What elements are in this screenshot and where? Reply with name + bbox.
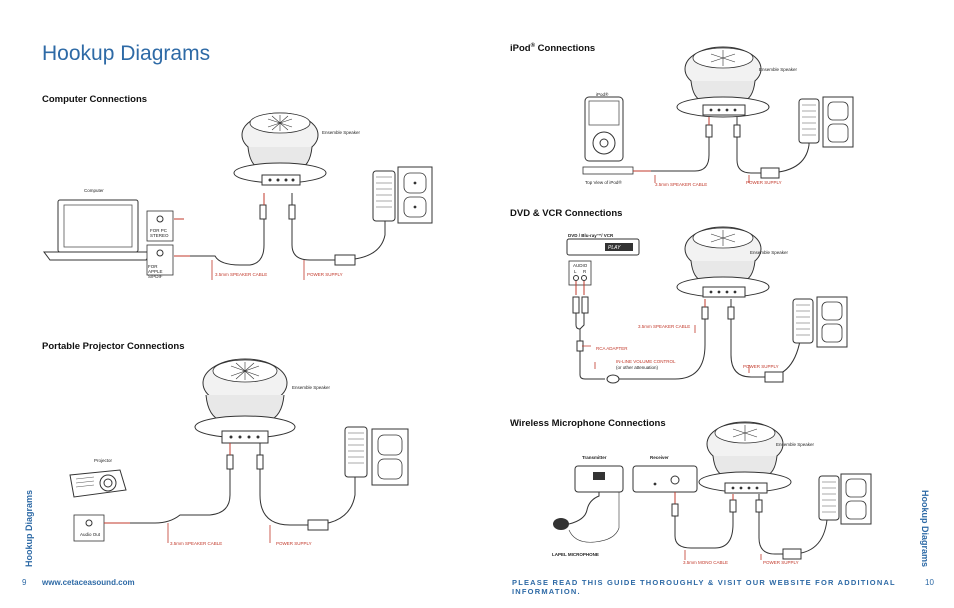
dvd-speaker <box>676 226 770 298</box>
wireless-mic-label: LAPEL MICROPHONE <box>552 552 599 557</box>
ipod-heading: iPod® Connections <box>510 43 596 55</box>
projector-cable-label: 3.5mm SPEAKER CABLE <box>170 541 223 546</box>
dvd-diagram <box>566 226 848 384</box>
dvd-audio-l: L <box>574 269 577 274</box>
wireless-speaker-label: Ensemble Speaker <box>776 442 815 447</box>
dvd-audio-r: R <box>583 269 587 274</box>
right-side-label: Hookup Diagrams <box>920 490 930 568</box>
projector-device <box>69 469 127 498</box>
dvd-play-label: PLAY <box>608 245 621 251</box>
projector-speaker <box>194 358 296 444</box>
computer-laptop <box>43 199 153 261</box>
dvd-audio-label: AUDIO <box>573 263 588 268</box>
notice-text: PLEASE READ THIS GUIDE THOROUGHLY & VISI… <box>512 578 896 596</box>
projector-heading: Portable Projector Connections <box>42 341 185 352</box>
right-page-number: 10 <box>925 578 934 587</box>
computer-port-pc: FOR PC STEREO <box>150 228 169 238</box>
computer-speaker <box>233 112 327 186</box>
computer-power-label: POWER SUPPLY <box>307 272 343 277</box>
dvd-heading: DVD & VCR Connections <box>510 208 623 219</box>
wireless-transmitter-label: Transmitter <box>582 455 607 460</box>
ipod-device <box>582 96 634 175</box>
wireless-diagram <box>553 421 872 560</box>
dvd-power-label: POWER SUPPLY <box>743 364 779 369</box>
dvd-rca-label: RCA ADAPTER <box>596 346 628 351</box>
ipod-speaker-label: Ensemble Speaker <box>759 67 798 72</box>
wireless-speaker <box>698 421 792 494</box>
computer-device-label: Computer <box>84 188 104 193</box>
dvd-speaker-label: Ensemble Speaker <box>750 250 789 255</box>
ipod-device-label: iPod® <box>596 92 609 97</box>
ipod-diagram <box>582 46 854 183</box>
projector-diagram <box>69 358 409 543</box>
projector-device-label: Projector <box>94 458 113 463</box>
computer-diagram <box>43 112 433 280</box>
left-page-number: 9 <box>22 578 27 587</box>
ipod-top-view-label: Top View of iPod® <box>585 180 622 185</box>
ipod-power-label: POWER SUPPLY <box>746 180 782 185</box>
page-title: Hookup Diagrams <box>42 42 211 65</box>
wireless-cable-label: 3.5mm MONO CABLE <box>683 560 729 565</box>
computer-speaker-label: Ensemble Speaker <box>322 130 361 135</box>
wireless-power-label: POWER SUPPLY <box>763 560 799 565</box>
dvd-cable-label: 3.5mm SPEAKER CABLE <box>638 324 691 329</box>
projector-port-label: Audio Out <box>80 532 101 537</box>
dvd-volume-note: (or other attenuation) <box>616 365 659 370</box>
wireless-heading: Wireless Microphone Connections <box>510 418 666 429</box>
dvd-device-label: DVD / Blu-ray™/ VCR <box>568 233 614 238</box>
projector-speaker-label: Ensemble Speaker <box>292 385 331 390</box>
dvd-volume-label: IN-LINE VOLUME CONTROL <box>616 359 676 364</box>
ipod-cable-label: 3.5mm SPEAKER CABLE <box>655 182 708 187</box>
wireless-receiver-label: Receiver <box>650 455 669 460</box>
website-link[interactable]: www.cetaceasound.com <box>42 578 135 587</box>
projector-power-label: POWER SUPPLY <box>276 541 312 546</box>
computer-cable-label: 3.5mm SPEAKER CABLE <box>215 272 268 277</box>
computer-port-apple: FOR APPLE S/PDIF <box>148 264 163 279</box>
ipod-speaker <box>676 46 770 118</box>
left-side-label: Hookup Diagrams <box>24 490 34 568</box>
computer-heading: Computer Connections <box>42 94 148 105</box>
